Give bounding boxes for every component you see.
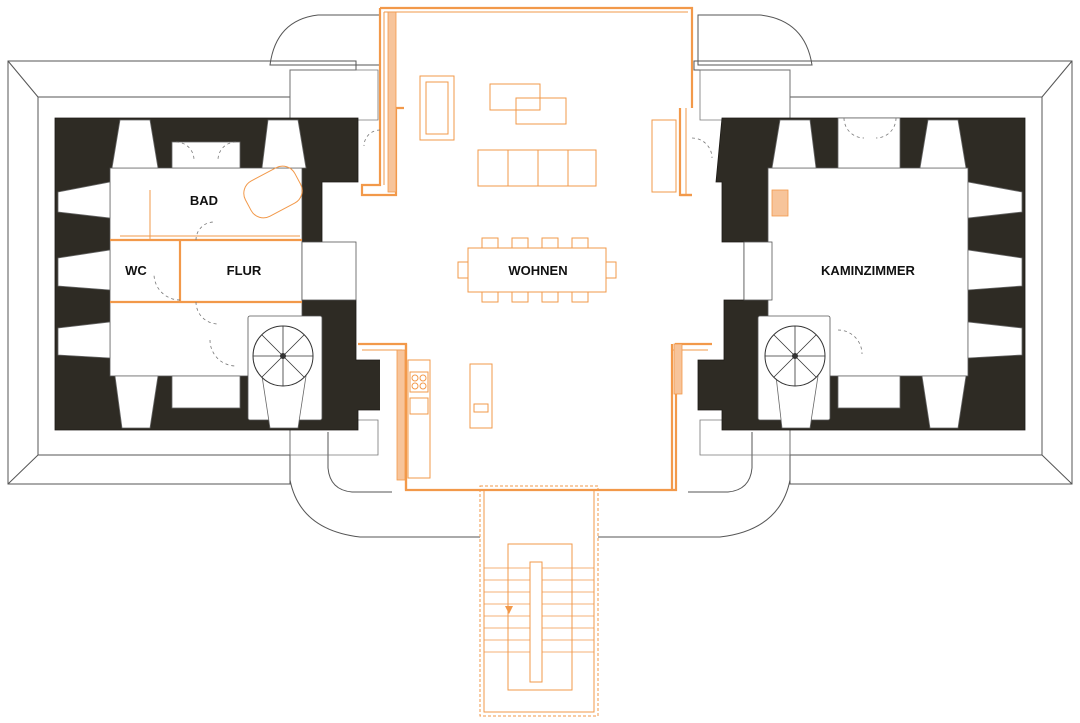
- external-staircase: [479, 485, 599, 717]
- kitchen-island: [469, 363, 493, 429]
- room-label-flur: FLUR: [227, 263, 262, 278]
- right-window-niches: [771, 117, 1023, 429]
- kitchen-counter: [407, 359, 431, 479]
- dining-table: [457, 237, 617, 303]
- room-label-kaminzimmer: KAMINZIMMER: [821, 263, 915, 278]
- room-label-wohnen: WOHNEN: [508, 263, 567, 278]
- central-door-swings: [363, 129, 713, 159]
- right-spiral-stair: [764, 325, 826, 387]
- room-label-bad: BAD: [190, 193, 218, 208]
- left-door-swings: [153, 141, 237, 367]
- outer-terrace-outline: [269, 14, 813, 538]
- left-window-niches: [57, 119, 307, 429]
- room-label-wc: WC: [125, 263, 147, 278]
- lounge-furniture: [419, 75, 597, 187]
- central-hall: [358, 6, 712, 492]
- left-new-partitions: [110, 165, 303, 304]
- right-door-swings: [771, 117, 897, 355]
- left-spiral-stair: [252, 325, 314, 387]
